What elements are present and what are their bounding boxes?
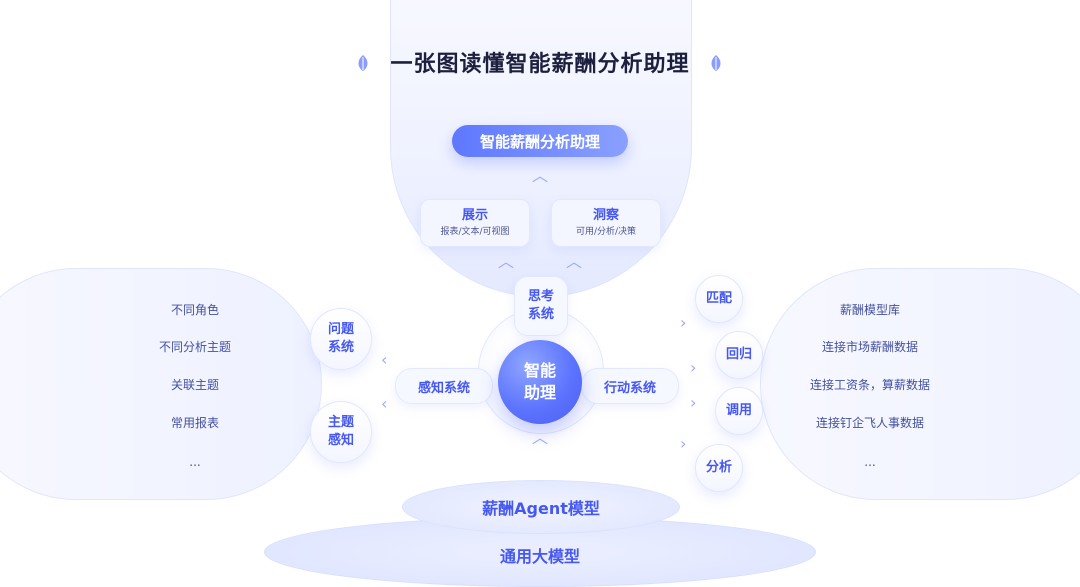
left-list-item: 关联主题 [170,378,219,392]
chevron-right-icon: › [690,393,697,412]
action-system: 行动系统 [581,368,679,404]
right-list-item: 连接钉企飞人事数据 [815,416,924,430]
assistant-hub: 智能 助理 [498,340,582,424]
leaf-icon-right [708,53,724,71]
card-subtitle: 报表/文本/可视图 [440,227,510,237]
page-title: 一张图读懂智能薪酬分析助理 [0,40,1080,84]
right-list-item: ... [864,455,876,469]
card-title: 展示 [461,208,488,223]
chevron-left-icon: ‹ [381,394,388,413]
right-list-item: 薪酬模型库 [839,303,900,317]
right-list-item: 连接市场薪酬数据 [821,340,918,354]
left-list-item: 不同角色 [170,303,219,317]
bubble-match: 匹配 [695,275,743,323]
chevron-left-icon: ‹ [381,350,388,369]
card-insight: 洞察 可用/分析/决策 [551,199,661,247]
card-subtitle: 可用/分析/决策 [575,227,637,237]
title-text: 一张图读懂智能薪酬分析助理 [390,52,690,77]
agent-model-oval: 薪酬Agent模型 [402,480,680,534]
thinking-system: 思考 系统 [514,276,568,336]
bubble-topic-perception: 主题 感知 [310,401,372,463]
left-list-item: 不同分析主题 [158,340,231,354]
top-pill: 智能薪酬分析助理 [452,125,628,157]
left-list-item: ... [189,455,201,469]
bubble-analysis: 分析 [695,444,743,492]
bubble-invoke: 调用 [715,387,763,435]
perception-system: 感知系统 [395,368,493,404]
chevron-right-icon: › [690,358,697,377]
chevron-up-icon: ︿ [498,252,515,271]
left-list-item: 常用报表 [170,416,219,430]
bubble-problem-system: 问题 系统 [310,308,372,370]
chevron-right-icon: › [680,313,687,332]
card-display: 展示 报表/文本/可视图 [420,199,530,247]
base-model-label: 通用大模型 [499,547,580,566]
right-panel [760,268,1080,500]
agent-model-label: 薪酬Agent模型 [482,499,600,518]
bubble-regression: 回归 [715,331,763,379]
chevron-right-icon: › [680,434,687,453]
left-panel [0,268,322,500]
card-title: 洞察 [592,208,619,223]
chevron-up-icon: ︿ [531,428,548,447]
leaf-icon-left [355,53,371,71]
chevron-up-icon: ︿ [531,166,548,185]
right-list-item: 连接工资条，算薪数据 [809,378,930,392]
chevron-up-icon: ︿ [566,252,583,271]
